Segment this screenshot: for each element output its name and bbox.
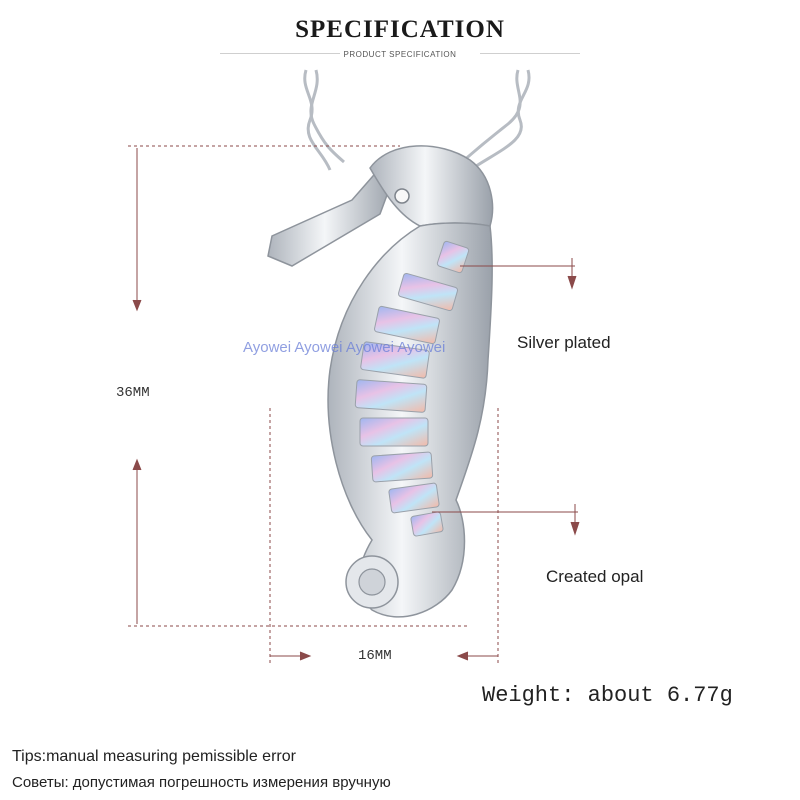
seahorse-pendant-icon: [267, 145, 494, 618]
brand-watermark: Ayowei Ayowei Ayowei Ayowei: [243, 339, 446, 356]
material-callout: Silver plated: [517, 333, 611, 352]
chain-icon: [303, 69, 531, 172]
stone-callout: Created opal: [546, 567, 644, 586]
width-dimension-lines: [269, 408, 499, 664]
width-label: 16MM: [358, 648, 392, 664]
callout-leaders: [432, 258, 580, 536]
tips-english: Tips:manual measuring pemissible error: [12, 748, 296, 765]
header-divider-gap: [340, 49, 480, 58]
page-title: SPECIFICATION: [295, 16, 505, 43]
weight-label: Weight: about 6.77g: [482, 683, 733, 708]
tips-russian: Советы: допустимая погрешность измерения…: [12, 774, 391, 791]
height-dimension-lines: [128, 145, 470, 627]
height-label: 36MM: [116, 385, 150, 401]
page-subtitle: PRODUCT SPECIFICATION: [343, 50, 457, 59]
